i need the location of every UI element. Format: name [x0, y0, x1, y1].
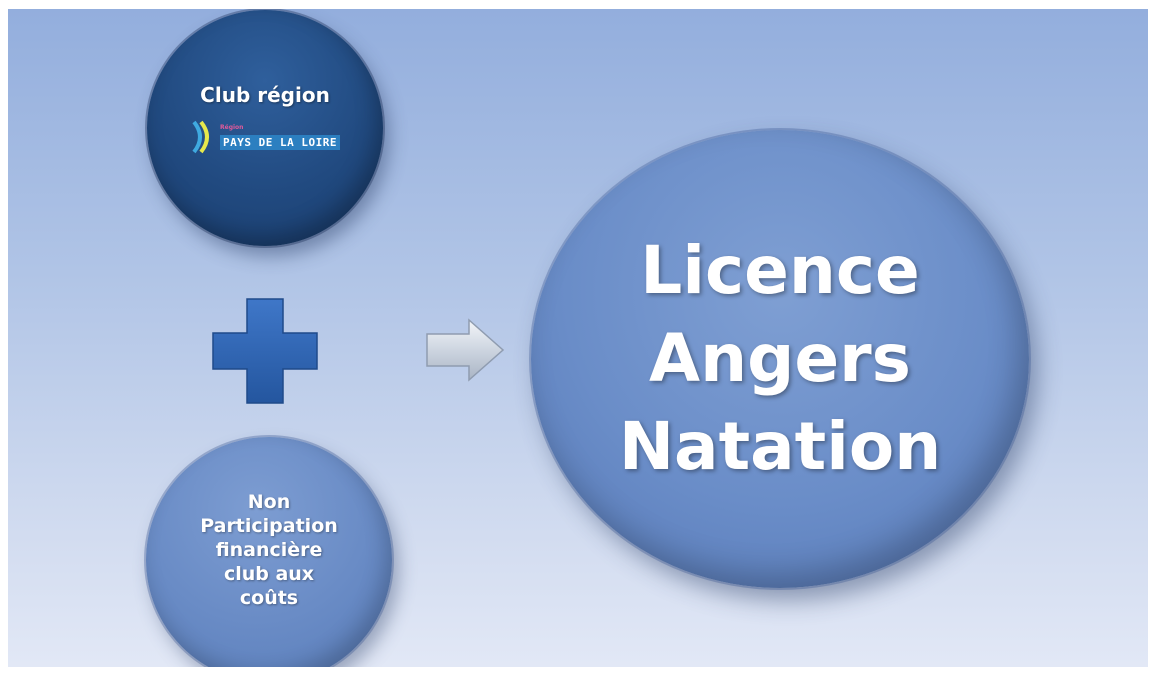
- licence-line: Natation: [618, 408, 942, 485]
- licence-line: Angers: [649, 320, 911, 397]
- licence-circle: Licence Angers Natation: [531, 130, 1029, 588]
- non-participation-line: coûts: [239, 587, 299, 609]
- non-participation-circle: Non Participation financière club aux co…: [146, 437, 392, 667]
- club-region-circle: Club région Région PAYS DE LA LOIRE: [147, 10, 383, 246]
- non-participation-text: Non Participation financière club aux co…: [194, 490, 344, 610]
- licence-line: Licence: [640, 232, 920, 309]
- plus-icon: [212, 298, 318, 404]
- diagram-slide: Club région Région PAYS DE LA LOIRE: [8, 9, 1148, 667]
- non-participation-line: Participation: [200, 515, 338, 537]
- logo-name-text: PAYS DE LA LOIRE: [220, 135, 340, 150]
- logo-text: Région PAYS DE LA LOIRE: [220, 124, 340, 150]
- arrow-right-icon: [426, 318, 505, 382]
- non-participation-line: financière: [215, 539, 323, 561]
- club-region-title: Club région: [200, 83, 330, 107]
- logo-arcs-icon: [192, 120, 210, 154]
- pays-de-la-loire-logo: Région PAYS DE LA LOIRE: [190, 119, 340, 155]
- non-participation-line: club aux: [223, 563, 315, 585]
- non-participation-line: Non: [247, 491, 291, 513]
- logo-small-text: Région: [220, 124, 244, 131]
